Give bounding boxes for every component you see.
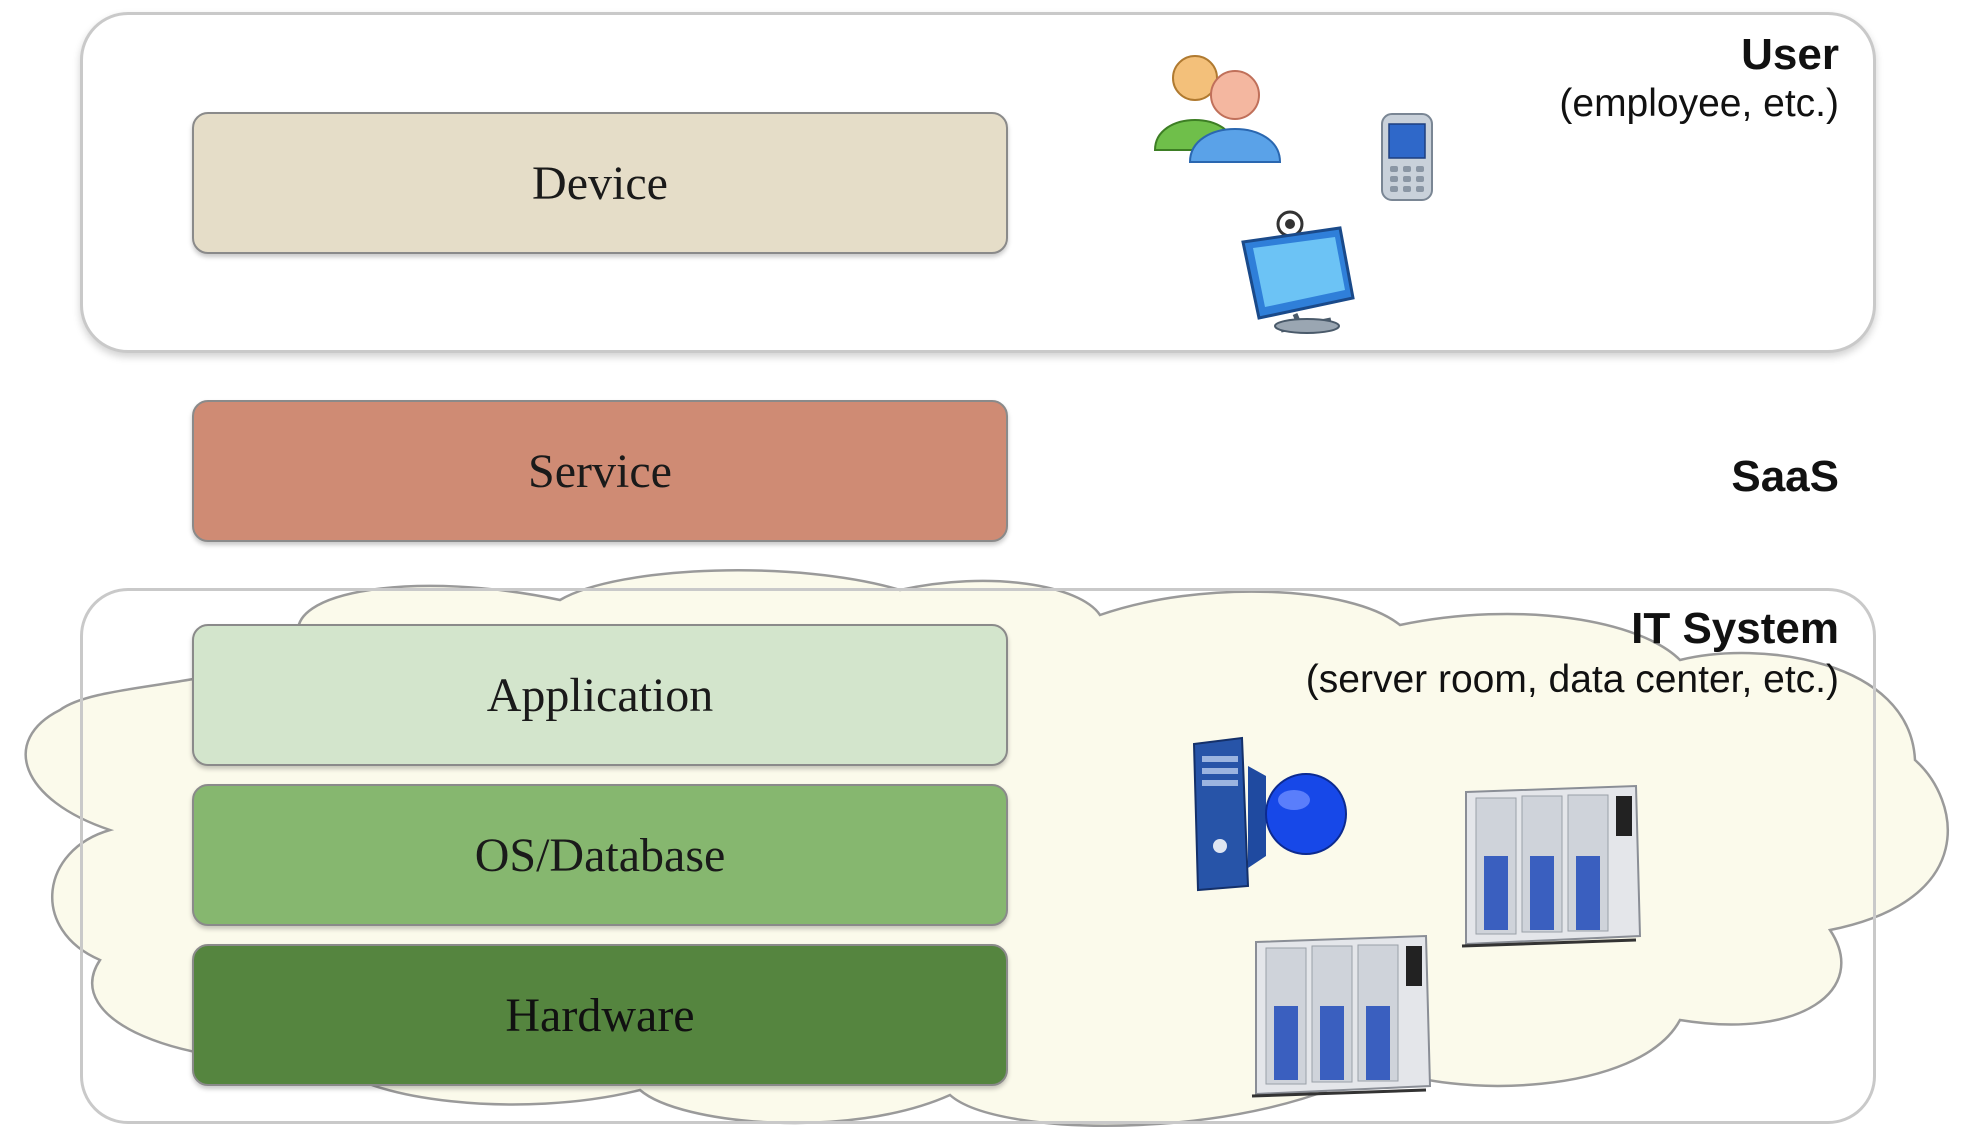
saas-zone-title: SaaS bbox=[1731, 452, 1839, 501]
service-layer-label: Service bbox=[528, 444, 672, 498]
it-system-zone bbox=[80, 588, 1876, 1124]
users-icon bbox=[1153, 55, 1282, 163]
application-layer-label: Application bbox=[486, 668, 714, 722]
hardware-layer: Hardware bbox=[192, 944, 1008, 1086]
user-zone-title: User bbox=[1741, 30, 1839, 79]
server-rack-icon bbox=[1251, 934, 1432, 1098]
application-layer: Application bbox=[192, 624, 1008, 766]
it-system-zone-subtitle: (server room, data center, etc.) bbox=[1305, 658, 1839, 701]
it-system-zone-title: IT System bbox=[1631, 604, 1839, 653]
server-rack-icon bbox=[1461, 784, 1642, 948]
os-database-layer-label: OS/Database bbox=[474, 828, 726, 882]
hardware-layer-label: Hardware bbox=[505, 988, 695, 1042]
device-layer: Device bbox=[192, 112, 1008, 254]
mobile-phone-icon bbox=[1381, 113, 1433, 201]
user-zone-subtitle: (employee, etc.) bbox=[1559, 82, 1839, 125]
server-tower-icon bbox=[1192, 736, 1347, 892]
service-layer: Service bbox=[192, 400, 1008, 542]
device-layer-label: Device bbox=[532, 156, 668, 210]
monitor-icon bbox=[1241, 210, 1355, 334]
os-database-layer: OS/Database bbox=[192, 784, 1008, 926]
